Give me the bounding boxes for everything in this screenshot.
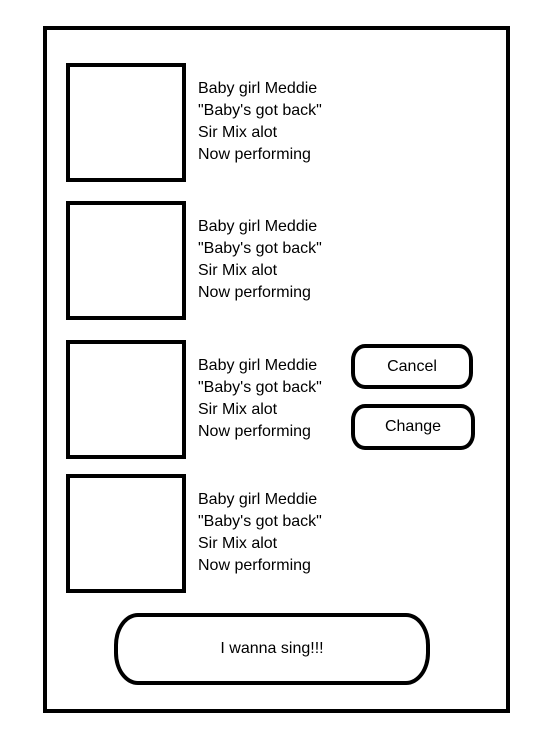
song-artist: Sir Mix alot bbox=[198, 124, 278, 141]
performer-name: Baby girl Meddie bbox=[198, 80, 318, 97]
song-title: "Baby's got back" bbox=[198, 379, 322, 396]
performer-name: Baby girl Meddie bbox=[198, 491, 318, 508]
queue-item-info: Baby girl Meddie "Baby's got back" Sir M… bbox=[198, 355, 322, 443]
queue-item-info: Baby girl Meddie "Baby's got back" Sir M… bbox=[198, 216, 322, 304]
song-artist: Sir Mix alot bbox=[198, 401, 278, 418]
song-title: "Baby's got back" bbox=[198, 513, 322, 530]
performance-status: Now performing bbox=[198, 423, 311, 440]
sing-request-button[interactable]: I wanna sing!!! bbox=[114, 613, 430, 685]
performer-photo bbox=[66, 63, 186, 182]
performance-status: Now performing bbox=[198, 557, 311, 574]
queue-item-info: Baby girl Meddie "Baby's got back" Sir M… bbox=[198, 489, 322, 577]
song-artist: Sir Mix alot bbox=[198, 262, 278, 279]
performer-name: Baby girl Meddie bbox=[198, 357, 318, 374]
performance-status: Now performing bbox=[198, 284, 311, 301]
cancel-button[interactable]: Cancel bbox=[351, 344, 473, 389]
song-artist: Sir Mix alot bbox=[198, 535, 278, 552]
song-title: "Baby's got back" bbox=[198, 240, 322, 257]
performer-photo bbox=[66, 474, 186, 593]
performer-photo bbox=[66, 340, 186, 459]
change-button[interactable]: Change bbox=[351, 404, 475, 450]
song-title: "Baby's got back" bbox=[198, 102, 322, 119]
performer-name: Baby girl Meddie bbox=[198, 218, 318, 235]
performer-photo bbox=[66, 201, 186, 320]
queue-item-info: Baby girl Meddie "Baby's got back" Sir M… bbox=[198, 78, 322, 166]
performance-status: Now performing bbox=[198, 146, 311, 163]
